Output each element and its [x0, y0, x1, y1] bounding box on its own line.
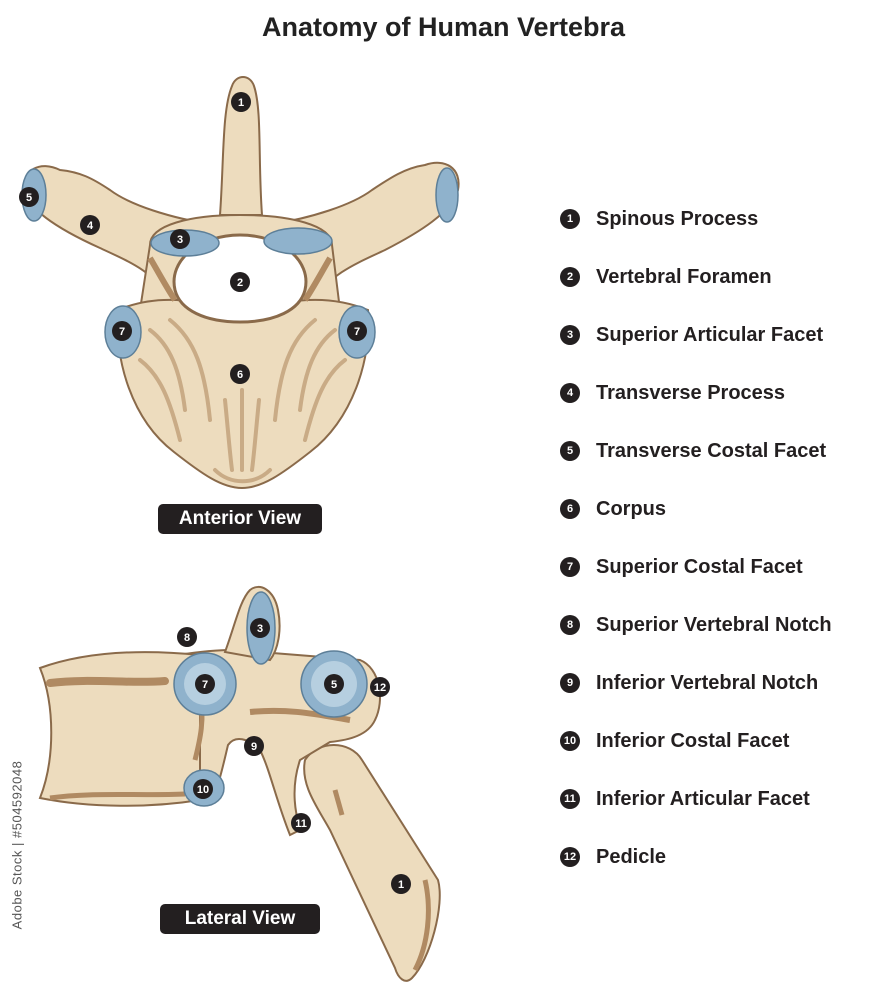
- legend-item: 7 Superior Costal Facet: [560, 538, 832, 596]
- svg-text:5: 5: [26, 192, 32, 204]
- lateral-view-label: Lateral View: [160, 904, 320, 934]
- legend-label: Superior Articular Facet: [596, 323, 824, 346]
- legend-label: Pedicle: [596, 845, 667, 868]
- legend-item: 1 Spinous Process: [560, 190, 832, 248]
- legend-number: 5: [560, 441, 580, 461]
- svg-text:1: 1: [398, 879, 404, 891]
- transverse-costal-facet-right: [435, 167, 459, 223]
- legend-label: Spinous Process: [596, 207, 759, 230]
- marker: 9: [244, 736, 264, 756]
- marker: 2: [230, 272, 250, 292]
- legend-item: 3 Superior Articular Facet: [560, 306, 832, 364]
- legend-label: Inferior Costal Facet: [596, 729, 790, 752]
- svg-text:2: 2: [237, 277, 243, 289]
- svg-text:6: 6: [237, 369, 243, 381]
- svg-text:5: 5: [331, 679, 337, 691]
- trabecular-pattern: [138, 318, 347, 484]
- page-title: Anatomy of Human Vertebra: [261, 12, 626, 42]
- spinous-process-shape: [218, 76, 264, 216]
- lateral-view-illustration: [38, 585, 441, 982]
- legend-item: 10 Inferior Costal Facet: [560, 712, 832, 770]
- legend-item: 5 Transverse Costal Facet: [560, 422, 832, 480]
- svg-text:10: 10: [197, 784, 209, 796]
- svg-text:12: 12: [374, 682, 386, 694]
- marker: 5: [19, 187, 39, 207]
- stock-id-text: Adobe Stock | #504592048: [9, 760, 25, 930]
- lateral-markers: 8 3 7 5 12 9 10 11 1: [177, 618, 411, 894]
- lateral-spinous-process-shape: [303, 744, 441, 982]
- legend-label: Corpus: [596, 497, 666, 520]
- marker: 8: [177, 627, 197, 647]
- svg-text:7: 7: [119, 326, 125, 338]
- legend-item: 4 Transverse Process: [560, 364, 832, 422]
- marker: 5: [324, 674, 344, 694]
- marker: 3: [250, 618, 270, 638]
- legend-number: 12: [560, 847, 580, 867]
- svg-text:1: 1: [238, 97, 244, 109]
- anterior-view-illustration: [21, 76, 460, 490]
- legend-item: 11 Inferior Articular Facet: [560, 770, 832, 828]
- superior-articular-facet-right: [263, 227, 333, 255]
- legend-number: 10: [560, 731, 580, 751]
- legend-label: Inferior Vertebral Notch: [596, 671, 819, 694]
- marker: 1: [231, 92, 251, 112]
- legend-item: 12 Pedicle: [560, 828, 832, 886]
- marker: 3: [170, 229, 190, 249]
- legend-label: Vertebral Foramen: [596, 265, 772, 288]
- legend-number: 6: [560, 499, 580, 519]
- marker: 11: [291, 813, 311, 833]
- stock-id-watermark: Adobe Stock | #504592048: [4, 700, 30, 990]
- legend-number: 7: [560, 557, 580, 577]
- marker: 7: [195, 674, 215, 694]
- anterior-view-label: Anterior View: [158, 504, 322, 534]
- marker: 7: [347, 321, 367, 341]
- legend-number: 3: [560, 325, 580, 345]
- marker: 6: [230, 364, 250, 384]
- legend-label: Superior Vertebral Notch: [596, 613, 832, 636]
- marker: 7: [112, 321, 132, 341]
- legend-label: Inferior Articular Facet: [596, 787, 810, 810]
- anterior-markers: 1 5 4 3 2 7 7 6: [19, 92, 367, 384]
- svg-text:3: 3: [257, 623, 263, 635]
- svg-text:3: 3: [177, 234, 183, 246]
- legend-item: 8 Superior Vertebral Notch: [560, 596, 832, 654]
- legend-item: 2 Vertebral Foramen: [560, 248, 832, 306]
- legend-number: 11: [560, 789, 580, 809]
- legend-number: 4: [560, 383, 580, 403]
- marker: 1: [391, 874, 411, 894]
- lateral-corpus-shape: [38, 651, 201, 807]
- svg-text:4: 4: [87, 220, 94, 232]
- legend-label: Transverse Process: [596, 381, 786, 404]
- svg-text:7: 7: [202, 679, 208, 691]
- marker: 4: [80, 215, 100, 235]
- legend-label: Superior Costal Facet: [596, 555, 803, 578]
- legend-number: 8: [560, 615, 580, 635]
- legend-label: Transverse Costal Facet: [596, 439, 827, 462]
- legend-item: 9 Inferior Vertebral Notch: [560, 654, 832, 712]
- legend-item: 6 Corpus: [560, 480, 832, 538]
- legend-number: 9: [560, 673, 580, 693]
- legend-number: 2: [560, 267, 580, 287]
- marker: 10: [193, 779, 213, 799]
- svg-text:8: 8: [184, 632, 190, 644]
- svg-text:7: 7: [354, 326, 360, 338]
- marker: 12: [370, 677, 390, 697]
- legend-number: 1: [560, 209, 580, 229]
- svg-text:9: 9: [251, 741, 257, 753]
- svg-text:11: 11: [295, 818, 307, 830]
